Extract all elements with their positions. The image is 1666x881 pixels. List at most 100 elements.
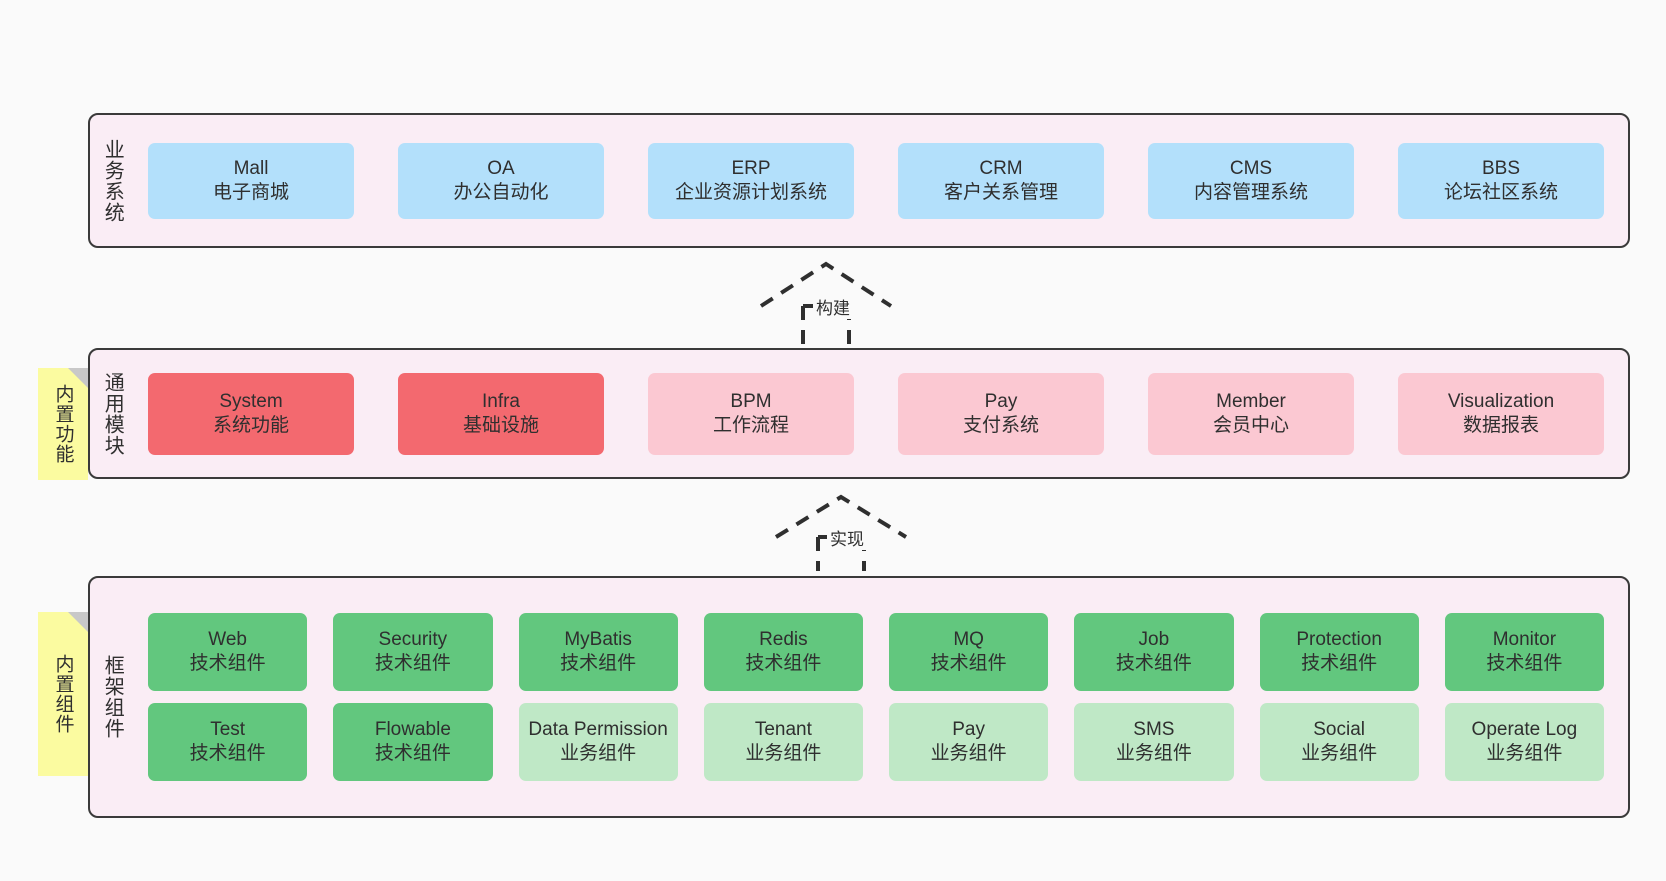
note-builtin-component: 内置组件 [38, 612, 88, 776]
card-name: Web [208, 629, 247, 651]
note-builtin-component-label: 内置组件 [52, 654, 74, 734]
card-name: Test [210, 719, 246, 741]
card-name: MyBatis [564, 629, 632, 651]
card-desc: 业务组件 [560, 743, 637, 764]
card-desc: 业务组件 [930, 743, 1007, 764]
note-builtin-function: 内置功能 [38, 368, 88, 480]
card-name: Visualization [1447, 390, 1555, 412]
card-name: BPM [730, 390, 772, 412]
layer-title-common-module: 通用模块 [101, 371, 124, 456]
card-name: Data Permission [528, 719, 668, 741]
connector-implement-label: 实现 [827, 525, 867, 550]
card-desc: 技术组件 [189, 653, 266, 674]
card-desc: 技术组件 [560, 653, 637, 674]
card-desc: 技术组件 [189, 743, 266, 764]
card-desc: 技术组件 [1486, 653, 1563, 674]
card-desc: 办公自动化 [453, 181, 549, 203]
connector-implement: 实现 [772, 493, 912, 571]
card-name: SMS [1133, 719, 1175, 741]
note-fold-icon [68, 368, 88, 388]
card-desc: 电子商城 [212, 181, 289, 203]
card-desc: 工作流程 [712, 414, 789, 436]
layer-title-business-system: 业务系统 [101, 138, 124, 223]
card-name: OA [487, 157, 515, 179]
card-name: Flowable [374, 719, 451, 741]
card-name: Security [378, 629, 448, 651]
card-desc: 业务组件 [745, 743, 822, 764]
layer-title-framework-component: 框架组件 [101, 655, 124, 739]
card-desc: 基础设施 [462, 414, 539, 436]
card-desc: 内容管理系统 [1193, 181, 1308, 203]
card-desc: 技术组件 [745, 653, 822, 674]
card-name: Pay [952, 719, 985, 741]
note-fold-icon [68, 612, 88, 632]
card-desc: 支付系统 [962, 414, 1039, 436]
card-name: CMS [1229, 157, 1273, 179]
card-desc: 客户关系管理 [943, 181, 1058, 203]
card-desc: 系统功能 [212, 414, 289, 436]
card-name: ERP [731, 157, 771, 179]
card-desc: 业务组件 [1301, 743, 1378, 764]
card-name: Redis [759, 629, 808, 651]
card-name: System [219, 390, 283, 412]
connector-build: 构建 [757, 258, 897, 350]
card-desc: 会员中心 [1212, 414, 1289, 436]
card-name: Job [1138, 629, 1170, 651]
connector-build-label: 构建 [813, 294, 853, 319]
card-name: BBS [1481, 157, 1521, 179]
card-desc: 技术组件 [930, 653, 1007, 674]
card-name: MQ [953, 629, 984, 651]
card-desc: 业务组件 [1486, 743, 1563, 764]
card-name: Social [1313, 719, 1365, 741]
card-name: Protection [1296, 629, 1382, 651]
card-name: Infra [481, 390, 521, 412]
card-name: Monitor [1492, 629, 1557, 651]
card-name: Member [1216, 390, 1286, 412]
card-desc: 技术组件 [374, 653, 451, 674]
card-name: Pay [984, 390, 1018, 412]
card-desc: 企业资源计划系统 [674, 181, 827, 203]
note-builtin-function-label: 内置功能 [52, 384, 74, 464]
card-name: Tenant [754, 719, 812, 741]
card-name: CRM [979, 157, 1023, 179]
card-name: Mall [233, 157, 269, 179]
card-desc: 技术组件 [1301, 653, 1378, 674]
